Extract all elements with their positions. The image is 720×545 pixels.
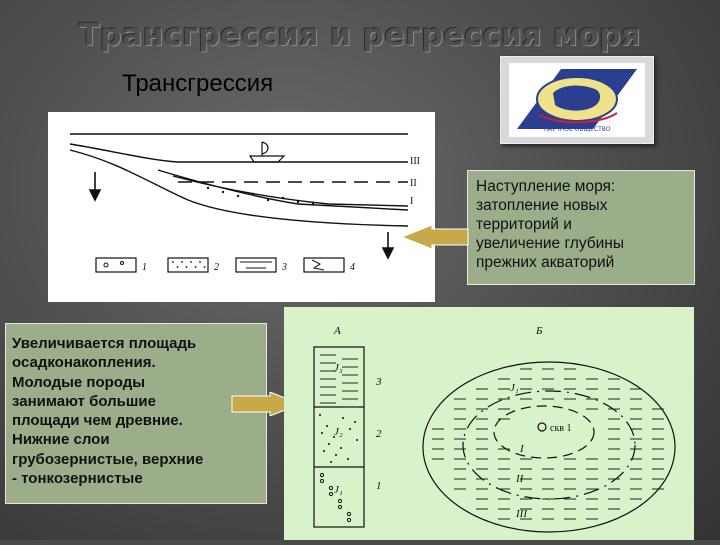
column-unit-J3: J₃	[334, 362, 343, 374]
map-unit-II: II	[515, 473, 525, 485]
map-inner-boundary	[493, 405, 595, 459]
logo-emblem-icon: НАУЧНОЕ ОБЩЕСТВО	[509, 63, 645, 137]
note-line: Молодые породы	[12, 373, 146, 391]
sedimentation-note: Увеличивается площадь осадконакопления. …	[5, 323, 267, 504]
note-line: - тонкозернистые	[12, 470, 143, 488]
column-number-1: 1	[376, 480, 382, 492]
arrow-to-note	[400, 225, 469, 249]
map-middle-boundary	[462, 390, 636, 500]
legend-label: 2	[214, 262, 219, 273]
column-and-map-diagram: А Б J₃ J₂ J₁ 3 2 1 J₁ I II III скв 1	[284, 307, 694, 540]
map-unit-III: III	[515, 508, 528, 520]
legend-label: 1	[142, 262, 147, 273]
layer-I-top	[157, 169, 409, 211]
svg-text:НАУЧНОЕ ОБЩЕСТВО: НАУЧНОЕ ОБЩЕСТВО	[543, 126, 610, 133]
level-label: III	[410, 156, 420, 167]
column-unit-J2: J₂	[334, 426, 343, 438]
logo: НАУЧНОЕ ОБЩЕСТВО	[500, 56, 654, 144]
map-unit-I: I	[519, 443, 525, 455]
map-label: Б	[535, 325, 543, 337]
column-unit-J1: J₁	[334, 484, 343, 496]
sea-level-line	[69, 143, 408, 163]
land-surface-line	[69, 149, 409, 227]
stratigraphic-column	[313, 346, 365, 528]
level-label: I	[410, 196, 413, 207]
legend-label: 3	[281, 262, 287, 273]
note-line: Нижние слои	[12, 431, 110, 449]
legend-item: 3	[235, 257, 287, 273]
well-icon	[537, 422, 547, 432]
column-label: А	[333, 325, 341, 337]
ship-icon	[248, 141, 286, 163]
legend-item: 1	[95, 257, 147, 273]
page-title: Трансгрессия и регрессия моря	[79, 18, 641, 53]
note-line: площади чем древние.	[12, 412, 183, 430]
note-line: территорий и	[476, 216, 572, 233]
note-line: прежних акваторий	[476, 254, 615, 271]
note-line: осадконакопления.	[12, 354, 156, 372]
legend-item: 4	[303, 257, 355, 273]
note-line: увеличение глубины	[476, 235, 624, 252]
transgression-note: Наступление моря: затопление новых терри…	[467, 170, 695, 285]
subsidence-arrow-left	[88, 172, 102, 202]
note-line: занимают большие	[12, 392, 156, 410]
legend-label: 4	[350, 262, 355, 273]
legend-item: 2	[167, 257, 219, 273]
subsidence-arrow-right	[381, 232, 395, 260]
map-outer-boundary	[422, 361, 676, 533]
note-line: затопление новых	[476, 197, 608, 214]
map-unit-J1: J₁	[510, 382, 519, 394]
section-subtitle: Трансгрессия	[122, 70, 274, 97]
note-line: Увеличивается площадь	[12, 335, 197, 352]
note-line: грубозернистые, верхние	[12, 450, 204, 468]
column-number-3: 3	[375, 376, 382, 388]
column-number-2: 2	[376, 428, 382, 440]
well-label: скв 1	[550, 423, 572, 434]
note-line: Наступление моря:	[476, 178, 616, 195]
layer-II-top	[172, 175, 409, 207]
level-label: II	[410, 178, 417, 189]
